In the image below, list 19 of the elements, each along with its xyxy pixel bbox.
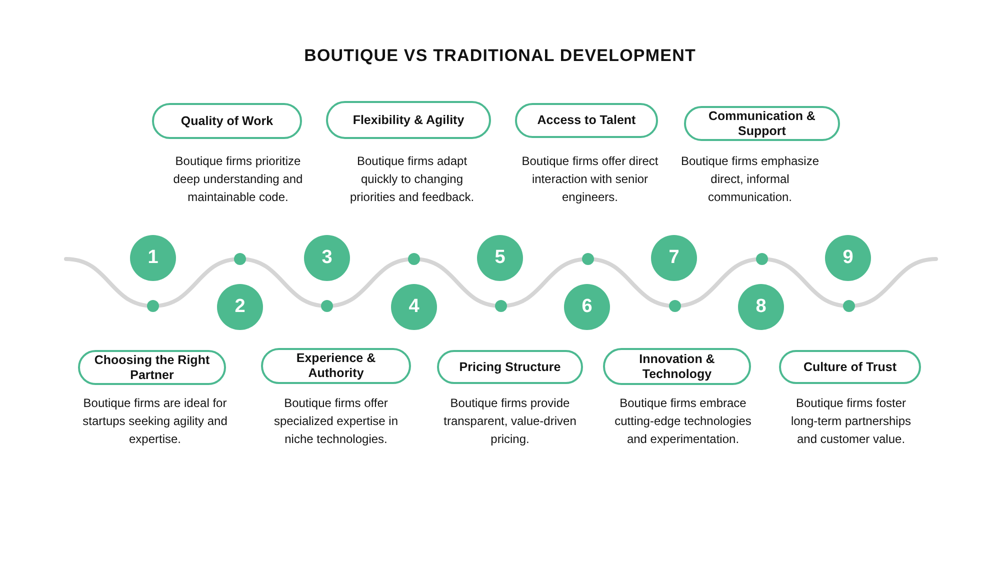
description-text: Boutique firms offer specialized expertise in niche technologies. xyxy=(272,395,400,448)
description-text: Boutique firms foster long-term partnerships and customer value. xyxy=(790,395,912,448)
topic-pill: Choosing the Right Partner xyxy=(78,350,226,385)
topic-pill: Access to Talent xyxy=(515,103,658,138)
topic-pill: Culture of Trust xyxy=(779,350,921,384)
topic-pill: Quality of Work xyxy=(152,103,302,139)
topic-pill: Communication & Support xyxy=(684,106,840,141)
description-text: Boutique firms adapt quickly to changing priorities and feedback. xyxy=(348,153,476,206)
topic-pill: Flexibility & Agility xyxy=(326,101,491,139)
topic-pill: Innovation & Technology xyxy=(603,348,751,385)
diagram-title: BOUTIQUE VS TRADITIONAL DEVELOPMENT xyxy=(304,46,696,66)
topic-pill: Pricing Structure xyxy=(437,350,583,384)
description-text: Boutique firms embrace cutting-edge technologies and experimentation. xyxy=(614,395,752,448)
description-text: Boutique firms prioritize deep understanding and maintainable code. xyxy=(172,153,304,206)
topic-pill: Experience & Authority xyxy=(261,348,411,384)
description-text: Boutique firms offer direct interaction with senior engineers. xyxy=(520,153,660,206)
description-text: Boutique firms provide transparent, value-driven pricing. xyxy=(442,395,578,448)
description-text: Boutique firms are ideal for startups seeking agility and expertise. xyxy=(82,395,228,448)
description-text: Boutique firms emphasize direct, informal communication. xyxy=(680,153,820,206)
